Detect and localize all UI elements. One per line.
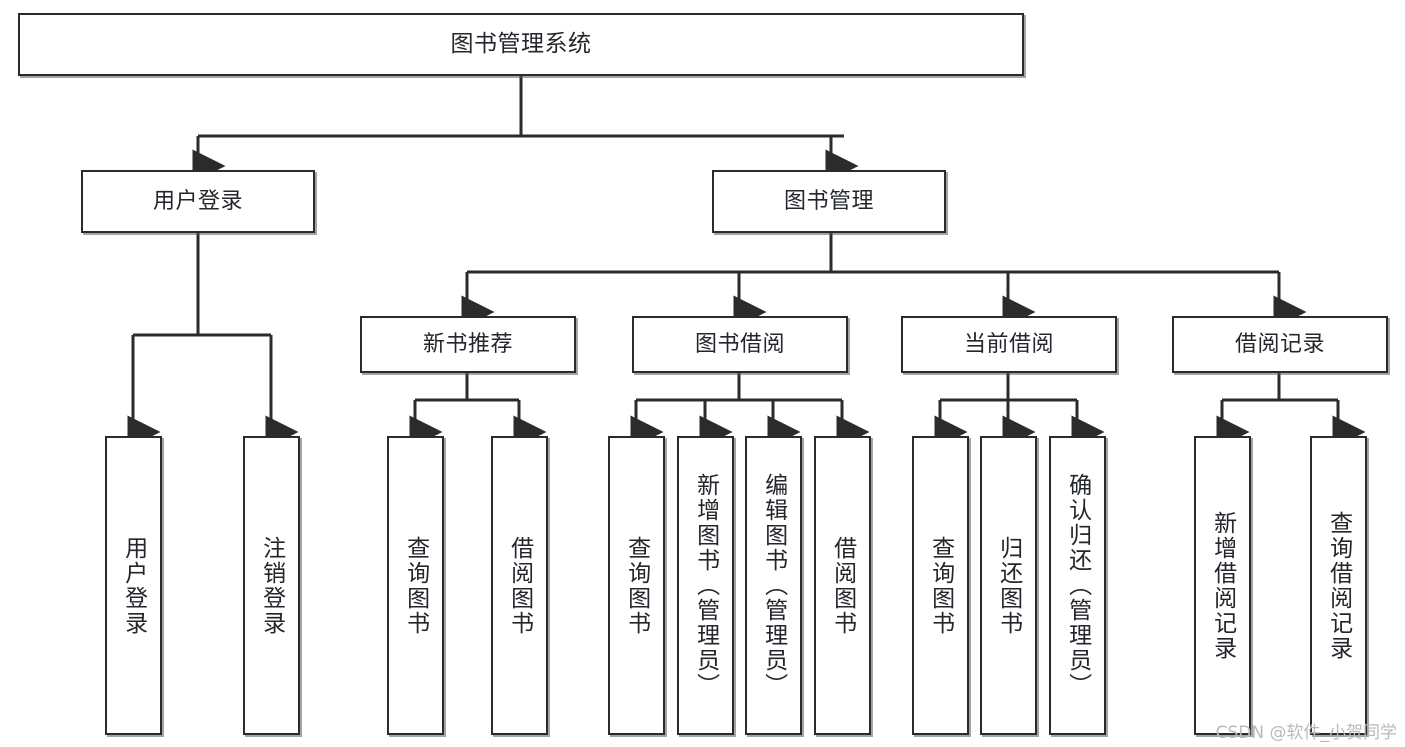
leaf-new-book-1[interactable]: 借阅图书	[491, 436, 548, 735]
leaf-borrow-record-0-label: 新增借阅记录	[1209, 510, 1236, 661]
node-user-login-label: 用户登录	[152, 188, 243, 214]
leaf-current-borrow-1-label: 归还图书	[995, 535, 1022, 636]
leaf-book-borrow-1-label: 新增图书（管理员）	[692, 473, 719, 698]
node-current-borrow-label: 当前借阅	[963, 331, 1054, 357]
leaf-borrow-record-1-label: 查询借阅记录	[1325, 510, 1352, 661]
leaf-book-borrow-3[interactable]: 借阅图书	[814, 436, 871, 735]
leaf-current-borrow-2-label: 确认归还（管理员）	[1064, 473, 1091, 698]
leaf-book-borrow-1[interactable]: 新增图书（管理员）	[677, 436, 734, 735]
leaf-borrow-record-1[interactable]: 查询借阅记录	[1310, 436, 1367, 735]
leaf-current-borrow-0[interactable]: 查询图书	[912, 436, 969, 735]
leaf-book-borrow-0-label: 查询图书	[623, 535, 650, 636]
node-new-book-recommend[interactable]: 新书推荐	[360, 316, 576, 373]
node-current-borrow[interactable]: 当前借阅	[901, 316, 1117, 373]
node-borrow-record-label: 借阅记录	[1234, 331, 1325, 357]
leaf-new-book-0[interactable]: 查询图书	[387, 436, 444, 735]
leaf-book-borrow-2-label: 编辑图书（管理员）	[760, 473, 787, 698]
leaf-current-borrow-2[interactable]: 确认归还（管理员）	[1049, 436, 1106, 735]
node-book-borrow-label: 图书借阅	[694, 331, 785, 357]
node-root[interactable]: 图书管理系统	[18, 13, 1024, 76]
leaf-book-borrow-3-label: 借阅图书	[829, 535, 856, 636]
node-book-manage[interactable]: 图书管理	[712, 170, 946, 233]
node-new-book-recommend-label: 新书推荐	[422, 331, 513, 357]
watermark: CSDN @软件_小贺同学	[1215, 723, 1397, 743]
node-borrow-record[interactable]: 借阅记录	[1172, 316, 1388, 373]
leaf-current-borrow-1[interactable]: 归还图书	[980, 436, 1037, 735]
leaf-user-login-0[interactable]: 用户登录	[105, 436, 162, 735]
leaf-user-login-1[interactable]: 注销登录	[243, 436, 300, 735]
leaf-new-book-1-label: 借阅图书	[506, 535, 533, 636]
leaf-new-book-0-label: 查询图书	[402, 535, 429, 636]
leaf-borrow-record-0[interactable]: 新增借阅记录	[1194, 436, 1251, 735]
node-book-manage-label: 图书管理	[783, 188, 874, 214]
leaf-current-borrow-0-label: 查询图书	[927, 535, 954, 636]
leaf-user-login-0-label: 用户登录	[120, 535, 147, 636]
leaf-book-borrow-2[interactable]: 编辑图书（管理员）	[745, 436, 802, 735]
leaf-book-borrow-0[interactable]: 查询图书	[608, 436, 665, 735]
node-book-borrow[interactable]: 图书借阅	[632, 316, 848, 373]
leaf-user-login-1-label: 注销登录	[258, 535, 285, 636]
node-root-label: 图书管理系统	[450, 30, 592, 57]
node-user-login[interactable]: 用户登录	[81, 170, 315, 233]
